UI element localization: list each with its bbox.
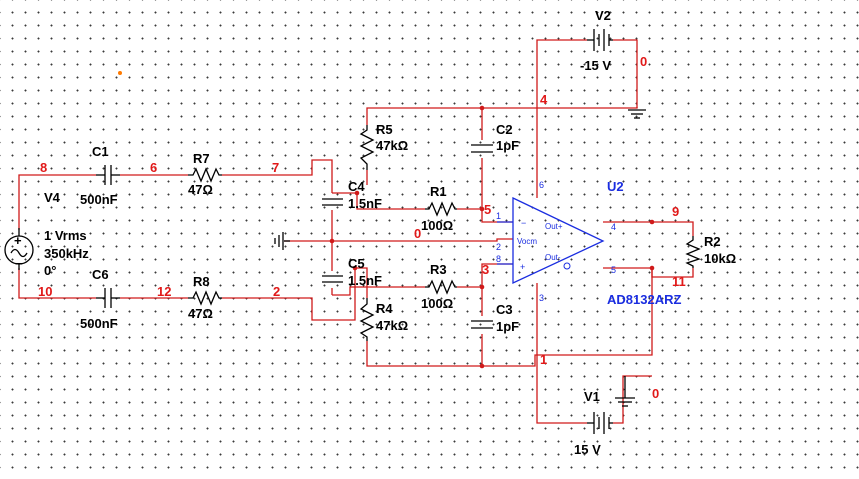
v1-value: 15 V [574,442,601,457]
pin-3: 3 [539,293,544,303]
net-10: 10 [38,284,52,299]
net-3: 3 [482,262,489,277]
svg-text:−: − [15,256,23,271]
c3-value: 1pF [496,319,519,334]
c3-capacitor[interactable] [471,320,493,329]
non-inverting-input: + [520,262,525,272]
pin-8: 8 [496,254,501,264]
svg-text:+: + [14,233,22,248]
r3-value: 100Ω [421,296,453,311]
ground-icon [628,109,646,119]
pin-1: 1 [496,211,501,221]
c4-value: 1.5nF [348,196,382,211]
v4-frequency: 350kHz [44,246,89,261]
net-6: 6 [150,160,157,175]
v2-dc-source[interactable] [587,29,613,51]
ground-icon [274,232,290,250]
v1-dc-source[interactable] [587,412,613,434]
net-4: 4 [540,92,548,107]
net-0-v2: 0 [640,54,647,69]
r4-value: 47kΩ [376,318,408,333]
r1-value: 100Ω [421,218,453,233]
c4-ref: C4 [348,179,365,194]
r8-value: 47Ω [188,306,213,321]
pin-6: 6 [539,180,544,190]
v4-ac-source[interactable]: + − [4,228,34,271]
c2-value: 1pF [496,138,519,153]
r8-resistor[interactable] [188,290,222,306]
c5-value: 1.5nF [348,273,382,288]
r4-ref: R4 [376,301,393,316]
net-0-v1: 0 [652,386,659,401]
c5-capacitor[interactable] [322,275,343,283]
c1-value: 500nF [80,192,118,207]
inverting-input: − [521,218,526,228]
ground-icon [615,376,635,407]
net-11: 11 [672,274,686,289]
c3-ref: C3 [496,302,513,317]
r3-ref: R3 [430,262,447,277]
r2-ref: R2 [704,234,721,249]
r5-resistor[interactable] [359,125,375,170]
r5-ref: R5 [376,122,393,137]
u2-opamp[interactable] [497,196,605,285]
net-1: 1 [540,352,547,367]
net-2: 2 [273,284,280,299]
v4-ref: V4 [44,190,61,205]
u2-part: AD8132ARZ [607,292,681,307]
junctions [329,105,655,369]
vocm-label: Vocm [517,237,537,246]
r2-value: 10kΩ [704,251,736,266]
r1-ref: R1 [430,184,447,199]
net-5: 5 [484,202,491,217]
r5-value: 47kΩ [376,138,408,153]
r2-resistor[interactable] [685,236,701,268]
v4-amplitude: 1 Vrms [44,228,87,243]
net-12: 12 [157,284,171,299]
component-labels: V4 1 Vrms 350kHz 0° C1 500nF C6 500nF R7… [44,8,736,457]
c2-capacitor[interactable] [471,144,493,153]
u2-ref: U2 [607,179,624,194]
c6-value: 500nF [80,316,118,331]
probe-dot [118,71,122,75]
r1-resistor[interactable] [425,201,457,217]
net-7: 7 [272,160,279,175]
c6-ref: C6 [92,267,109,282]
net-labels: 8 6 7 10 12 2 0 5 3 4 0 9 11 1 0 [38,54,686,401]
r7-value: 47Ω [188,182,213,197]
r4-resistor[interactable] [359,298,375,341]
wires [18,39,694,424]
r8-ref: R8 [193,274,210,289]
v1-ref: V1 [584,389,600,404]
net-8: 8 [40,160,47,175]
pin-5: 5 [611,265,616,275]
r3-resistor[interactable] [425,279,457,295]
net-0-mid: 0 [414,226,421,241]
v2-ref: V2 [595,8,611,23]
v4-phase: 0° [44,263,56,278]
pin-4: 4 [611,222,616,232]
net-9: 9 [672,204,679,219]
out-plus-label: Out+ [545,222,563,231]
out-minus-label: Out- [545,253,561,262]
c2-ref: C2 [496,122,513,137]
opamp-pin-labels: 1 2 8 6 3 4 5 − + Out+ Vocm Out- [496,180,616,303]
c5-ref: C5 [348,256,365,271]
c1-capacitor[interactable] [96,165,120,185]
c1-ref: C1 [92,144,109,159]
pin-2: 2 [496,242,501,252]
r7-resistor[interactable] [188,167,222,183]
r7-ref: R7 [193,151,210,166]
c4-capacitor[interactable] [322,198,343,206]
c6-capacitor[interactable] [96,288,120,308]
v2-value: -15 V [580,58,611,73]
